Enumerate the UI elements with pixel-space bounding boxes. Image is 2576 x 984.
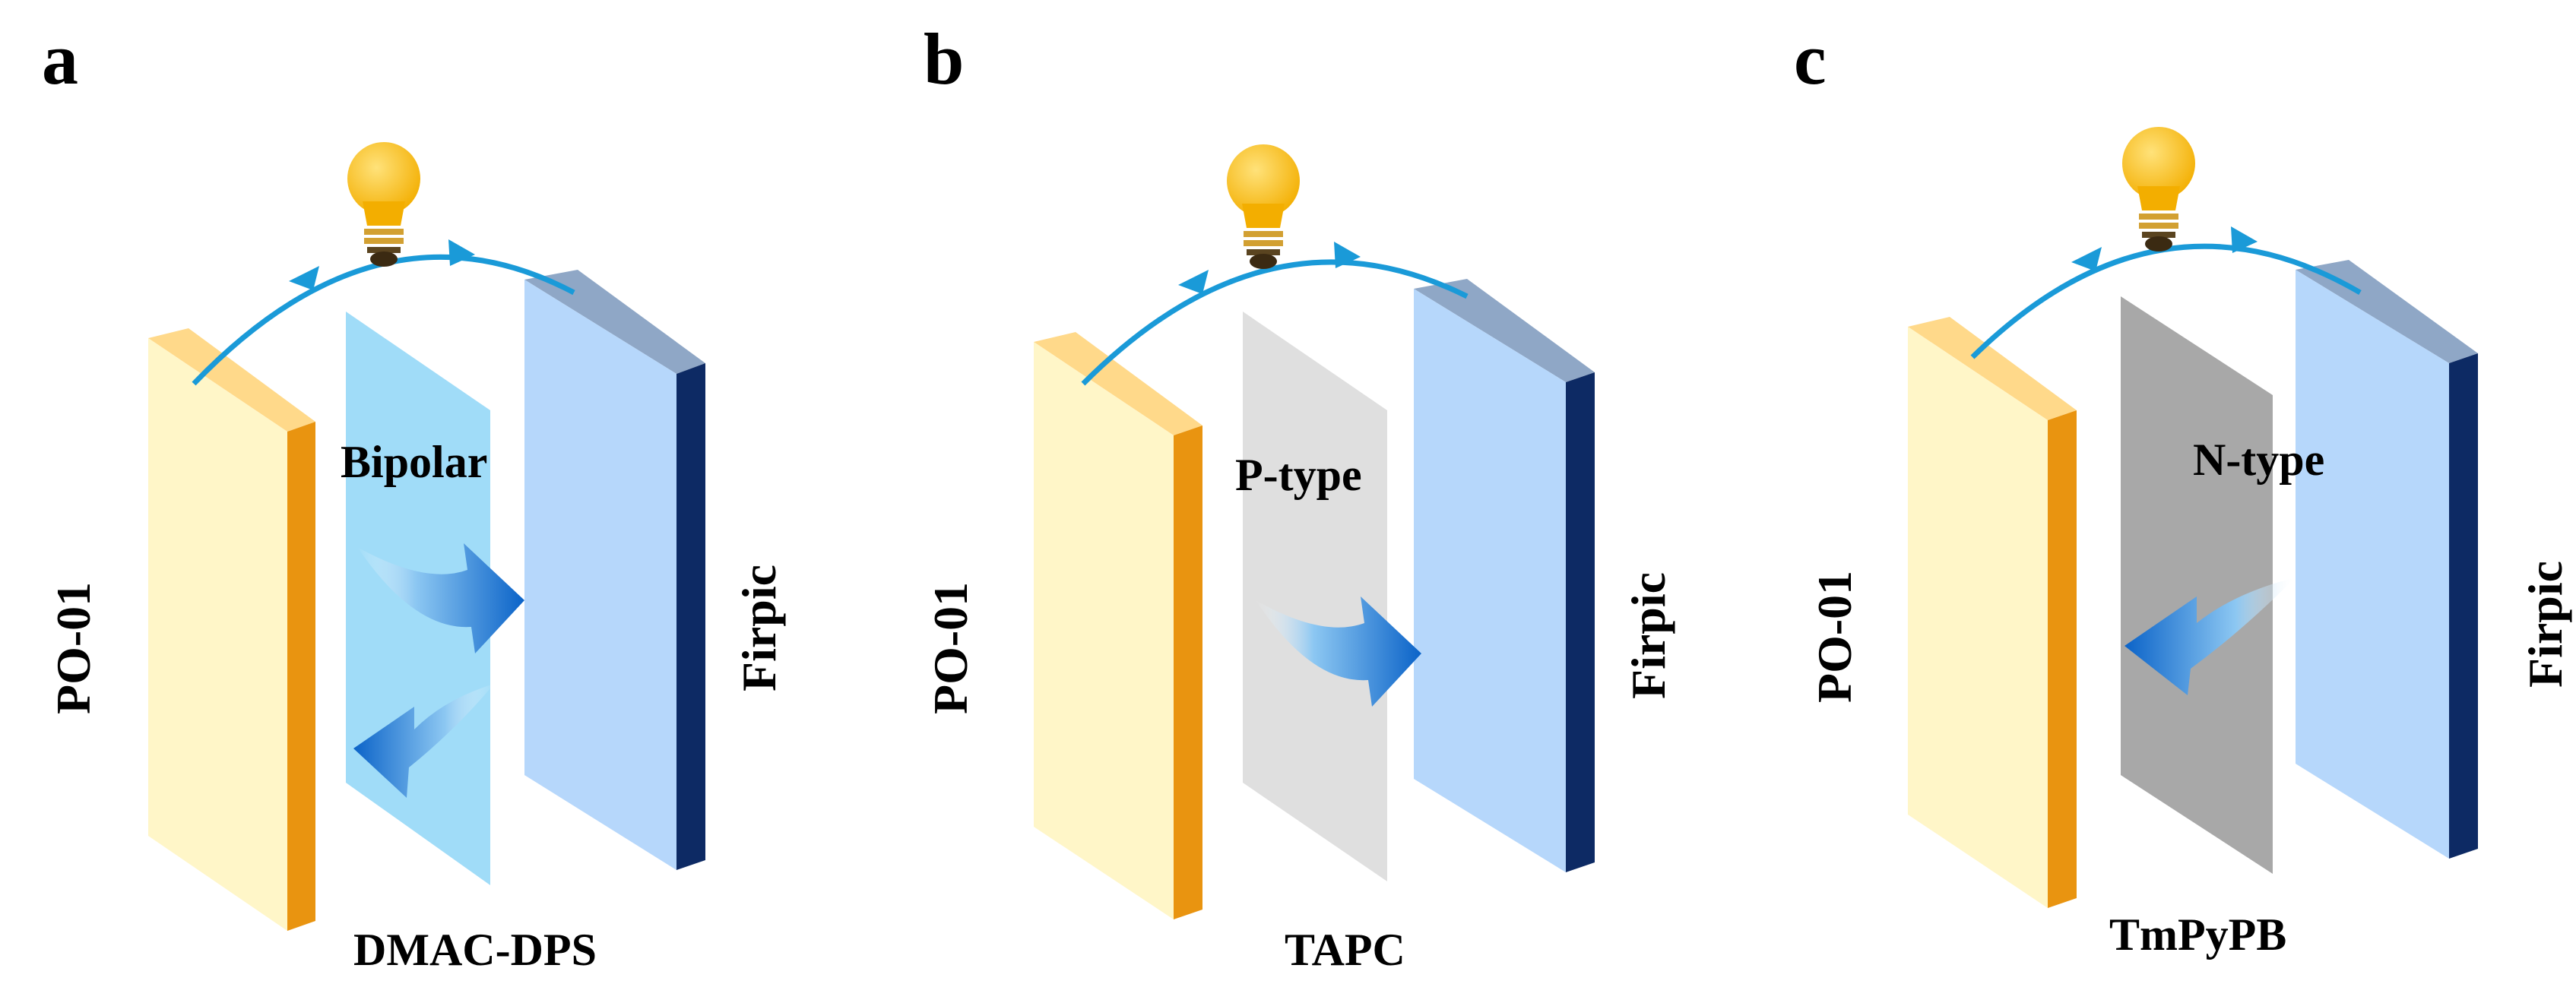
left-layer-top bbox=[1908, 317, 2077, 420]
right-layer-edge bbox=[676, 363, 705, 870]
panel-c: c N-type TmPyPB bbox=[1794, 18, 2572, 960]
center-label: Bipolar bbox=[341, 437, 487, 487]
light-bulb-icon bbox=[347, 142, 420, 267]
left-layer-edge bbox=[287, 422, 315, 931]
left-layer-face bbox=[1908, 327, 2048, 908]
energy-transfer-arrow-icon bbox=[353, 684, 494, 798]
right-layer-edge bbox=[2449, 353, 2478, 859]
panel-letter: b bbox=[924, 18, 964, 100]
left-layer-face bbox=[1034, 342, 1174, 919]
right-layer-face bbox=[1414, 289, 1566, 872]
left-layer-top bbox=[1034, 332, 1202, 435]
left-label: PO-01 bbox=[46, 582, 100, 714]
left-label: PO-01 bbox=[924, 582, 977, 714]
right-label: Firpic bbox=[732, 565, 786, 691]
right-layer-top bbox=[524, 270, 705, 374]
panel-a: a bbox=[42, 18, 786, 975]
panel-letter: a bbox=[42, 18, 78, 100]
right-layer-face bbox=[524, 280, 676, 870]
left-layer-top bbox=[148, 328, 315, 432]
panel-b: b P-type TAPC bbox=[924, 18, 1675, 975]
right-layer-edge bbox=[1566, 372, 1595, 872]
middle-layer bbox=[1243, 312, 1387, 881]
arc-arrowhead-left bbox=[1178, 270, 1209, 294]
arc-arrowhead-left bbox=[289, 266, 319, 290]
arc-arrowhead-right bbox=[448, 239, 475, 266]
energy-transfer-arrow-icon bbox=[357, 543, 524, 653]
middle-layer bbox=[2121, 296, 2273, 874]
left-layer-face bbox=[148, 338, 287, 931]
right-label: Firpic bbox=[1621, 572, 1675, 699]
right-label: Firpic bbox=[2518, 561, 2572, 688]
light-bulb-icon bbox=[1227, 144, 1300, 269]
arc-arrowhead-left bbox=[2071, 247, 2102, 271]
curved-arrow-icon bbox=[1081, 259, 1469, 386]
bottom-label: TmPyPB bbox=[2109, 910, 2286, 960]
panel-letter: c bbox=[1794, 18, 1827, 100]
arc-arrowhead-right bbox=[1334, 242, 1361, 268]
light-bulb-icon bbox=[2122, 127, 2195, 252]
right-layer-top bbox=[1414, 279, 1595, 382]
energy-transfer-arrow-icon bbox=[1256, 596, 1421, 707]
left-layer-edge bbox=[1174, 426, 1202, 919]
center-label: P-type bbox=[1235, 450, 1362, 500]
bottom-label: TAPC bbox=[1285, 925, 1405, 975]
right-layer-face bbox=[2296, 270, 2449, 859]
energy-transfer-arrow-icon bbox=[2124, 577, 2296, 695]
arc-arrowhead-right bbox=[2231, 226, 2258, 253]
left-label: PO-01 bbox=[1808, 571, 1862, 703]
center-label: N-type bbox=[2193, 435, 2324, 485]
right-layer-top bbox=[2296, 260, 2478, 363]
left-layer-edge bbox=[2048, 410, 2077, 908]
bottom-label: DMAC-DPS bbox=[353, 925, 597, 975]
